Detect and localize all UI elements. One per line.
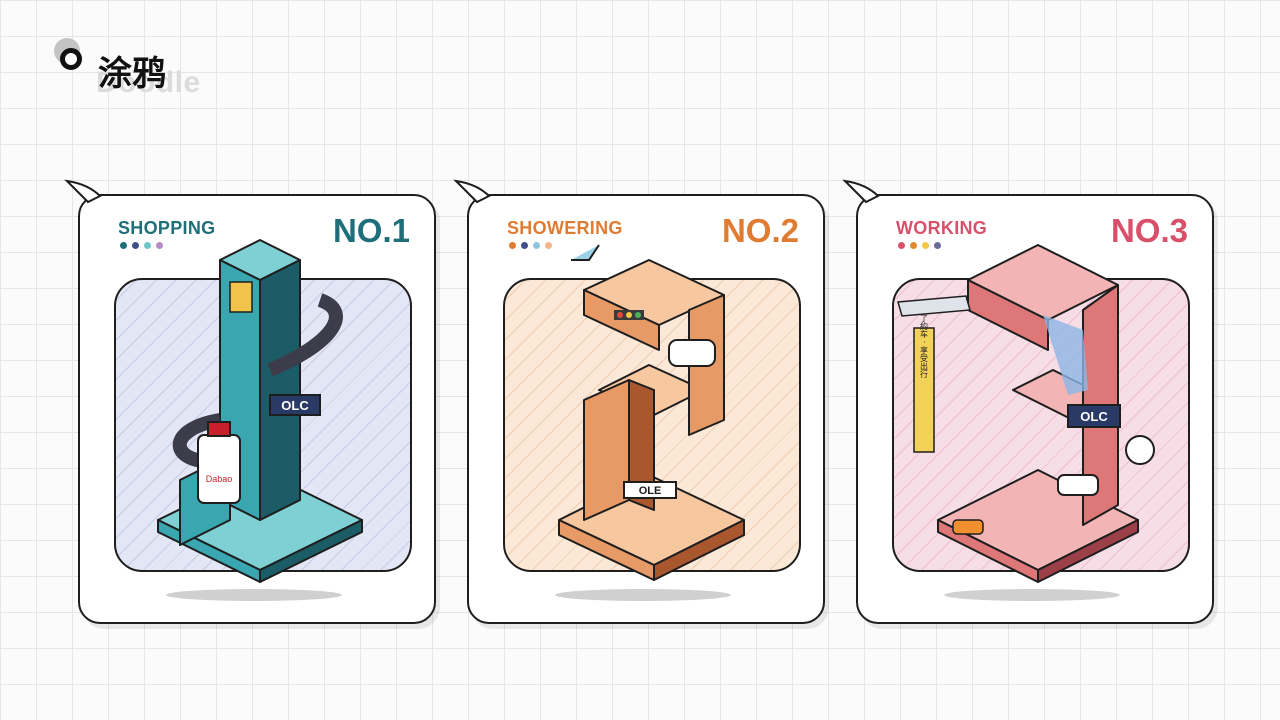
store-sign-text: OLC (281, 398, 309, 413)
title-watermark: Doodle (96, 66, 201, 99)
bottle-label: Dabao (206, 474, 233, 484)
store-sign-text: OLE (639, 485, 662, 497)
card-working: WORKING NO.3 OLC 欧了約车 · 享受出行 (842, 179, 1214, 624)
card-category: SHOWERING (507, 218, 623, 238)
color-dots (509, 242, 552, 249)
ground-shadow (944, 589, 1120, 601)
store-sign-text: OLC (1080, 409, 1108, 424)
color-dot (521, 242, 528, 249)
banner-text: 欧了約车 · 享受出行 (920, 305, 929, 379)
illustration-number-3: OLC 欧了約车 · 享受出行 (897, 244, 1155, 583)
card-shopping: SHOPPING NO.1 Dabao OLC (64, 179, 436, 624)
vertical-banner (913, 327, 935, 453)
color-dot (509, 242, 516, 249)
store-sign-icon (269, 394, 321, 416)
car-icon (1057, 474, 1099, 496)
illustration-number-2: OLE (558, 244, 745, 581)
color-dot (120, 242, 127, 249)
page-title: 涂鸦 (98, 54, 166, 94)
color-dot (934, 242, 941, 249)
color-dot (910, 242, 917, 249)
card-number: NO.1 (332, 212, 410, 249)
illustration-number-1: Dabao OLC (157, 239, 363, 583)
store-sign-icon (1067, 404, 1121, 428)
plane-icon (897, 295, 971, 317)
color-dot (156, 242, 163, 249)
color-dot (144, 242, 151, 249)
card-category: WORKING (896, 218, 988, 238)
color-dots (898, 242, 941, 249)
deck-chair-icon (571, 244, 600, 261)
card-number: NO.2 (721, 212, 799, 249)
page-header: Doodle 涂鸦 (52, 36, 252, 106)
logo-ring-icon (60, 48, 82, 70)
car-icon (668, 339, 716, 367)
clock-icon (1125, 435, 1155, 465)
speech-tail (64, 179, 102, 204)
speech-tail (453, 179, 491, 204)
taxi-icon (952, 519, 984, 535)
ground-shadow (166, 589, 342, 601)
store-sign-icon (623, 481, 677, 499)
person-icon (229, 281, 253, 313)
card-category: SHOPPING (118, 218, 216, 238)
card-showering: SHOWERING NO.2 OLE (453, 179, 825, 624)
card-number: NO.3 (1110, 212, 1188, 249)
color-dot (132, 242, 139, 249)
color-dots (120, 242, 163, 249)
bottle-icon (197, 434, 241, 504)
ground-shadow (555, 589, 731, 601)
color-dot (545, 242, 552, 249)
speech-tail (842, 179, 880, 204)
color-dot (898, 242, 905, 249)
color-dot (533, 242, 540, 249)
waterfall-icon (1043, 315, 1088, 395)
color-dot (922, 242, 929, 249)
